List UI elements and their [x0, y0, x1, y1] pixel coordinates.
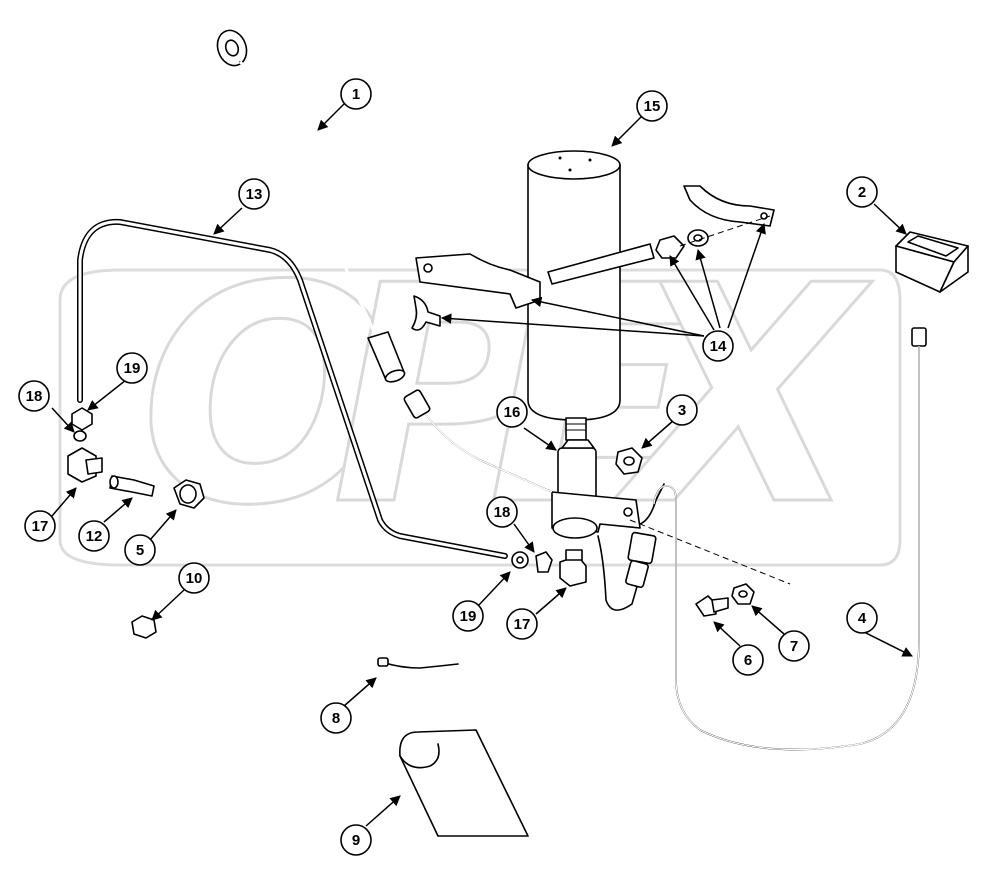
svg-text:18: 18 [26, 388, 43, 405]
svg-text:3: 3 [678, 402, 686, 419]
svg-text:7: 7 [790, 638, 798, 655]
ferrule-left[interactable] [73, 430, 87, 442]
svg-text:9: 9 [352, 832, 360, 849]
svg-text:1: 1 [352, 86, 360, 103]
bolt-part[interactable] [695, 595, 729, 617]
svg-text:15: 15 [644, 98, 661, 115]
tie-strap-part[interactable] [377, 657, 459, 669]
callout-8: 8 [320, 702, 352, 734]
callout-7: 7 [778, 630, 810, 662]
rocker-switch-part[interactable] [895, 231, 969, 293]
plug-part-10[interactable] [131, 615, 157, 639]
fuel-tube-part[interactable] [77, 218, 508, 559]
fitting-part-5[interactable] [173, 479, 205, 509]
callout-17-center: 17 [506, 608, 538, 640]
svg-text:12: 12 [86, 528, 103, 545]
ferrule-center[interactable] [511, 551, 529, 569]
svg-text:6: 6 [744, 652, 752, 669]
callout-18-center: 18 [486, 496, 518, 528]
callout-17-left: 17 [24, 510, 56, 542]
nut-part-7[interactable] [731, 583, 755, 605]
callout-16: 16 [496, 396, 528, 428]
fuel-pump-part[interactable] [403, 389, 791, 611]
svg-text:2: 2 [858, 184, 866, 201]
callout-15: 15 [636, 90, 668, 122]
svg-text:17: 17 [514, 616, 531, 633]
svg-text:5: 5 [136, 542, 144, 559]
elbow-fitting-center[interactable] [559, 549, 587, 587]
leader-lines [51, 101, 913, 827]
callout-5: 5 [124, 534, 156, 566]
callout-1: 1 [340, 78, 372, 110]
compression-nut-left[interactable] [71, 407, 93, 431]
callout-6: 6 [732, 644, 764, 676]
battery-cable-part[interactable] [213, 26, 406, 384]
svg-text:19: 19 [124, 360, 141, 377]
callout-3: 3 [666, 394, 698, 426]
callout-13: 13 [238, 178, 270, 210]
filter-canister-part[interactable] [527, 150, 621, 441]
callout-10: 10 [178, 562, 210, 594]
nut-part-3[interactable] [615, 447, 643, 475]
callout-9: 9 [340, 824, 372, 856]
connector-part-12[interactable] [109, 475, 155, 497]
svg-text:14: 14 [710, 338, 727, 355]
callout-19-left: 19 [116, 352, 148, 384]
decal-sheet-part[interactable] [399, 729, 529, 837]
callout-4: 4 [846, 602, 878, 634]
callout-18-left: 18 [18, 380, 50, 412]
svg-text:13: 13 [246, 186, 263, 203]
svg-text:8: 8 [332, 710, 340, 727]
svg-text:18: 18 [494, 504, 511, 521]
wire-harness-part[interactable] [653, 327, 927, 751]
svg-text:19: 19 [460, 608, 477, 625]
mounting-bracket-part[interactable] [411, 185, 775, 331]
callout-2: 2 [846, 176, 878, 208]
svg-text:16: 16 [504, 404, 521, 421]
svg-text:4: 4 [858, 610, 867, 627]
elbow-fitting-left[interactable] [67, 447, 103, 483]
svg-text:17: 17 [32, 518, 49, 535]
callout-12: 12 [78, 520, 110, 552]
compression-nut-center[interactable] [535, 551, 553, 573]
svg-text:10: 10 [186, 570, 203, 587]
callout-19-center: 19 [452, 600, 484, 632]
callout-14: 14 [702, 330, 734, 362]
